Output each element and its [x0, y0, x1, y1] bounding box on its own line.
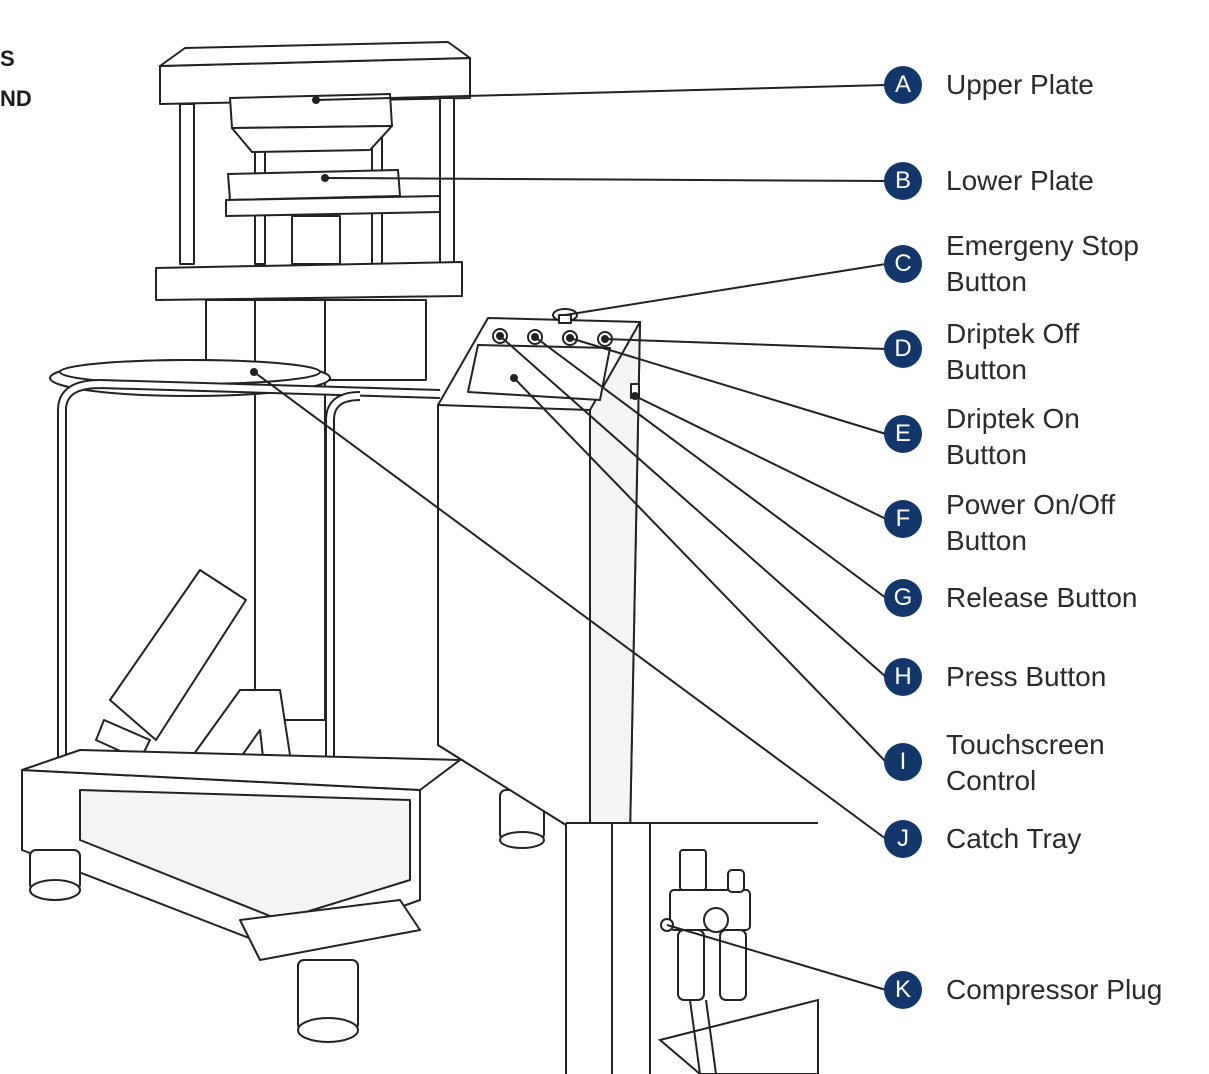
callout-label-emergency-stop: Emergeny Stop Button: [946, 230, 1139, 297]
callout-label-catch-tray: Catch Tray: [946, 823, 1082, 854]
callout-label-driptek-off: Driptek Off Button: [946, 318, 1080, 385]
callout-label-press: Press Button: [946, 661, 1107, 692]
lower-plate: [227, 169, 401, 201]
callout-label-power-on-off: Power On/Off Button: [946, 489, 1116, 556]
middle-crossbar: [155, 261, 463, 301]
callout-label-driptek-on: Driptek On Button: [946, 403, 1080, 470]
callout-marker-e: E: [884, 415, 922, 453]
callout-marker-j: J: [884, 820, 922, 858]
callout-marker-k: K: [884, 971, 922, 1009]
callout-marker-d: D: [884, 330, 922, 368]
callout-marker-g: G: [884, 579, 922, 617]
callout-label-upper-plate: Upper Plate: [946, 69, 1094, 100]
callout-marker-b: B: [884, 162, 922, 200]
callout-label-touchscreen: Touchscreen Control: [946, 729, 1105, 796]
callout-marker-a: A: [884, 66, 922, 104]
touchscreen: [467, 344, 611, 401]
header-fragment-line2: ND: [0, 86, 32, 111]
callout-label-compressor-plug: Compressor Plug: [946, 974, 1163, 1005]
callout-marker-c: C: [884, 245, 922, 283]
compressor-regulator: [679, 849, 707, 891]
callout-label-lower-plate: Lower Plate: [946, 165, 1094, 196]
callout-marker-h: H: [884, 658, 922, 696]
header-fragment-line1: S: [0, 46, 15, 71]
callout-marker-i: I: [884, 743, 922, 781]
callout-marker-f: F: [884, 500, 922, 538]
callout-label-release: Release Button: [946, 582, 1138, 613]
